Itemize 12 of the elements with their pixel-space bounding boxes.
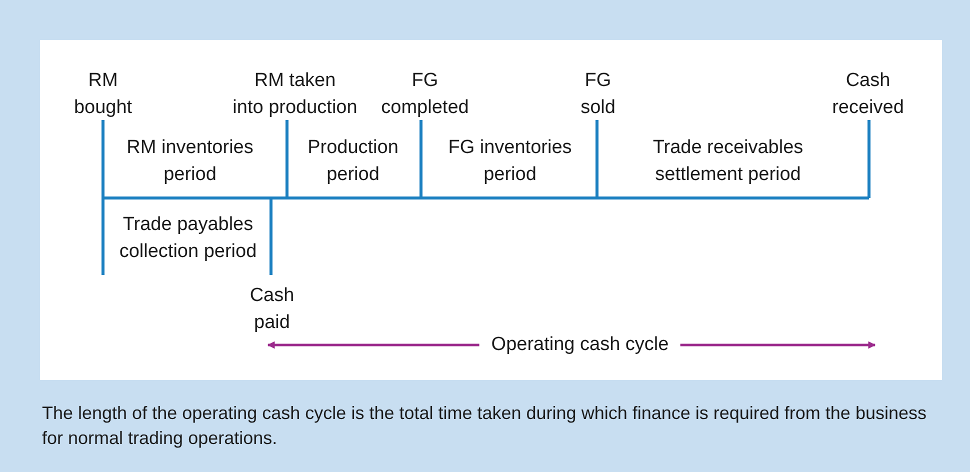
- period-label: Production period: [308, 136, 398, 187]
- period-label: RM inventories period: [126, 136, 254, 187]
- event-label: Cash received: [832, 69, 904, 120]
- period-label: FG inventories period: [448, 136, 572, 187]
- event-label: RM taken into production: [232, 69, 358, 120]
- event-label: RM bought: [74, 69, 132, 120]
- event-label: Cash paid: [250, 284, 294, 335]
- caption: The length of the operating cash cycle is the total time taken during which finance is required from the business for normal trading operations.: [42, 402, 928, 450]
- period-label: Trade receivables settlement period: [652, 136, 804, 187]
- event-label: FG completed: [381, 69, 469, 120]
- period-label: Trade payables collection period: [119, 213, 257, 264]
- event-label: FG sold: [580, 69, 616, 120]
